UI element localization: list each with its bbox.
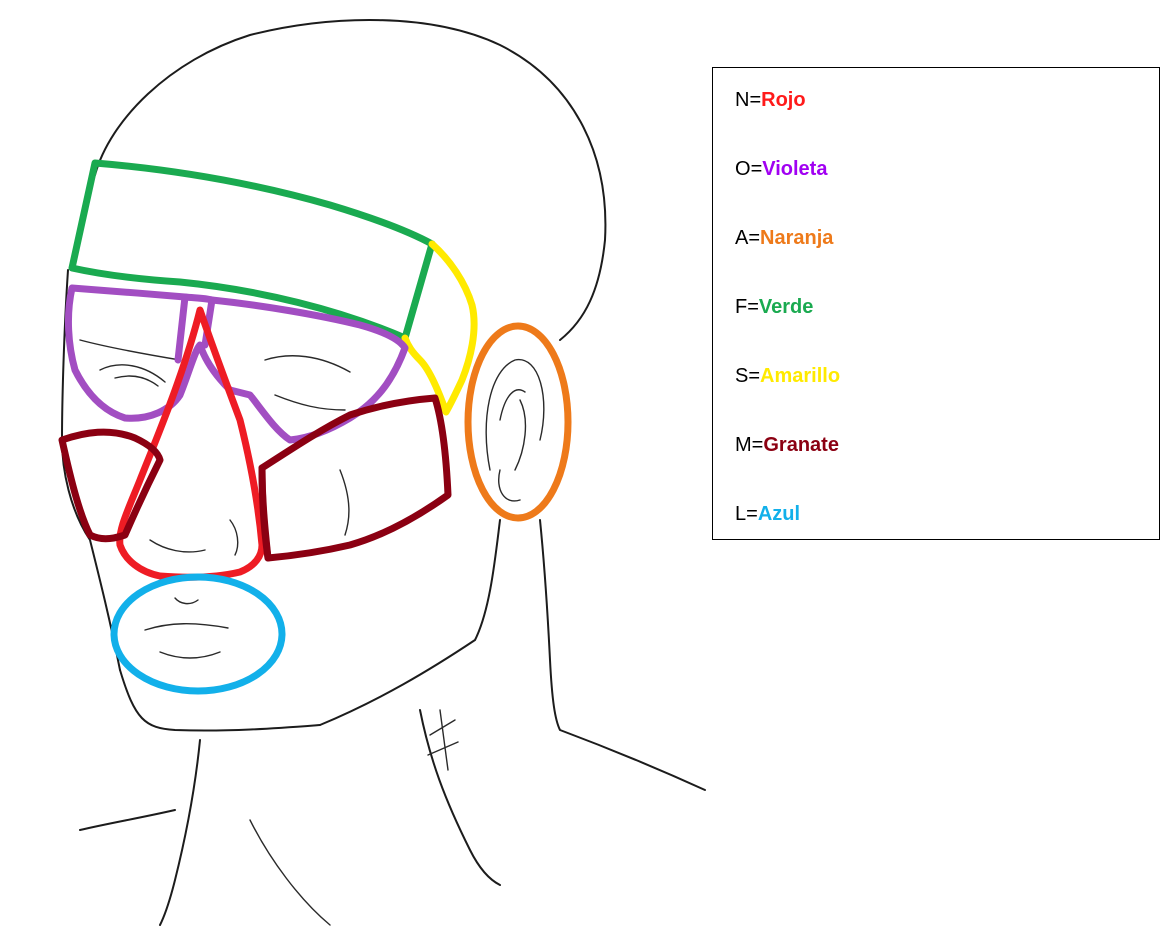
legend-color-name: Naranja <box>760 227 833 249</box>
neck-front <box>250 820 330 925</box>
legend-equals: = <box>747 296 759 318</box>
legend-color-name: Granate <box>763 434 839 456</box>
region-temple <box>405 244 474 412</box>
region-right-cheek <box>262 398 448 558</box>
legend-row-s: S=Amarillo <box>735 364 1159 433</box>
lip-upper <box>145 624 228 630</box>
region-forehead <box>72 163 432 338</box>
region-ear <box>468 326 568 518</box>
cheek-crease <box>340 470 349 535</box>
legend-row-a: A=Naranja <box>735 226 1159 295</box>
legend-color-name: Verde <box>759 296 813 318</box>
neck-left <box>160 740 200 925</box>
face-diagram <box>0 0 712 926</box>
brow-line-left <box>80 340 180 360</box>
legend-row-m: M=Granate <box>735 433 1159 502</box>
eye-left-sketch <box>100 365 165 386</box>
legend-row-o: O=Violeta <box>735 157 1159 226</box>
legend-color-name: Azul <box>758 503 800 525</box>
legend-color-name: Rojo <box>761 89 805 111</box>
legend-row-l: L=Azul <box>735 502 1159 571</box>
legend-letter: A <box>735 227 748 249</box>
colored-regions <box>62 163 568 691</box>
legend-letter: N <box>735 89 749 111</box>
legend-equals: = <box>751 158 763 180</box>
shoulder-line <box>420 710 500 885</box>
legend-equals: = <box>748 227 760 249</box>
legend-row-f: F=Verde <box>735 295 1159 364</box>
head-sketch <box>62 20 705 925</box>
nostril-sketch <box>150 520 238 555</box>
legend-color-name: Amarillo <box>760 365 840 387</box>
legend-letter: M <box>735 434 752 456</box>
color-legend: N=Rojo O=Violeta A=Naranja F=Verde S=Ama… <box>712 67 1160 540</box>
legend-letter: O <box>735 158 751 180</box>
eye-right-sketch <box>265 356 350 410</box>
legend-equals: = <box>752 434 764 456</box>
legend-letter: F <box>735 296 747 318</box>
region-left-cheek <box>62 432 160 539</box>
legend-color-name: Violeta <box>762 158 827 180</box>
legend-letter: L <box>735 503 746 525</box>
legend-equals: = <box>748 365 760 387</box>
legend-equals: = <box>746 503 758 525</box>
shoulder-left <box>80 810 175 830</box>
legend-row-n: N=Rojo <box>735 88 1159 157</box>
region-mouth <box>114 577 282 691</box>
ear-lobe-sketch <box>499 470 520 501</box>
legend-equals: = <box>749 89 761 111</box>
ear-inner-sketch <box>486 360 544 470</box>
legend-letter: S <box>735 365 748 387</box>
jaw-right <box>320 520 500 725</box>
neck-right <box>540 520 705 790</box>
skull-outline <box>95 20 605 340</box>
philtrum-sketch <box>175 598 198 604</box>
lip-lower <box>160 652 220 658</box>
